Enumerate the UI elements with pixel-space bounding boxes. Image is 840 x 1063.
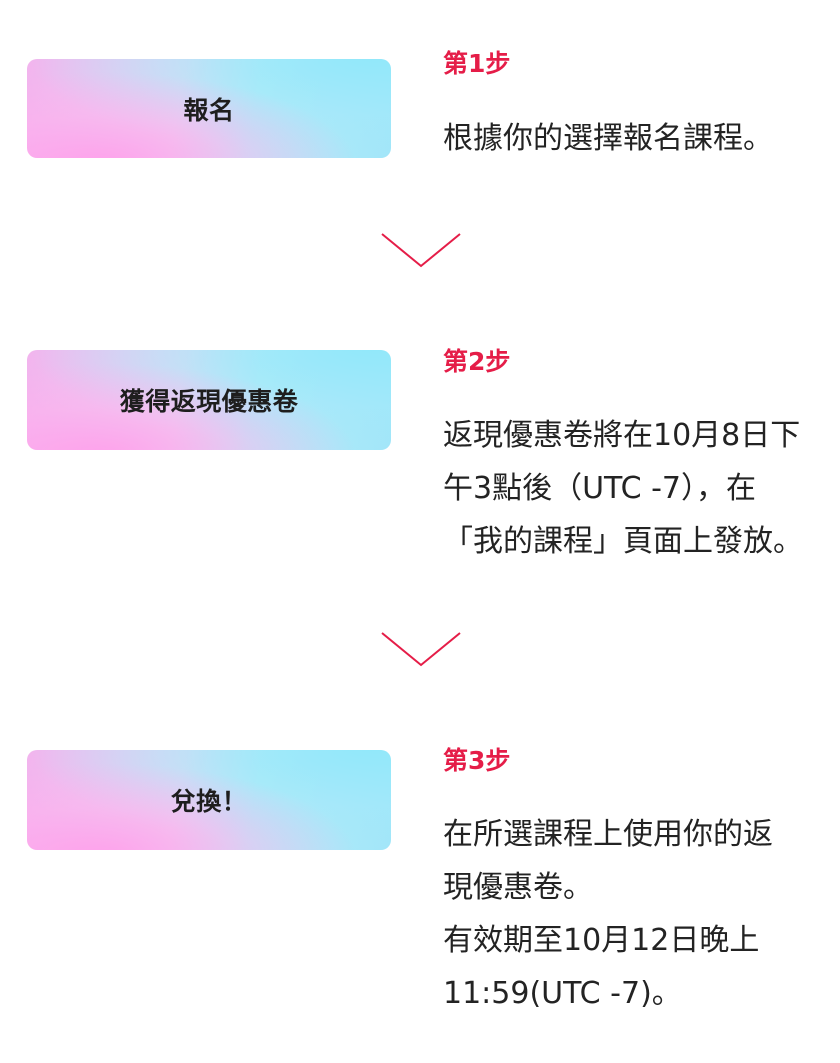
step-1-enroll-card[interactable]: 報名 (27, 59, 391, 158)
step-2-card-label: 獲得返現優惠卷 (119, 387, 299, 416)
step-3-description: 在所選課程上使用你的返 現優惠卷。 有效期至10月12日晚上 11:59(UTC… (443, 817, 773, 1011)
chevron-down-icon (381, 632, 461, 667)
step-2-heading: 第2步 (443, 347, 511, 376)
step-3-card-label: 兌換！ (170, 787, 248, 816)
chevron-down-icon (381, 233, 461, 268)
step-2-get-coupon-card[interactable]: 獲得返現優惠卷 (27, 350, 391, 450)
step-3-heading: 第3步 (443, 746, 511, 775)
step-1-heading: 第1步 (443, 49, 511, 78)
step-3-redeem-card[interactable]: 兌換！ (27, 750, 391, 850)
step-2-description: 返現優惠卷將在10月8日下 午3點後（UTC -7），在 「我的課程」頁面上發放… (443, 418, 803, 559)
step-1-description: 根據你的選擇報名課程。 (443, 121, 773, 156)
step-1-card-label: 報名 (183, 95, 235, 125)
